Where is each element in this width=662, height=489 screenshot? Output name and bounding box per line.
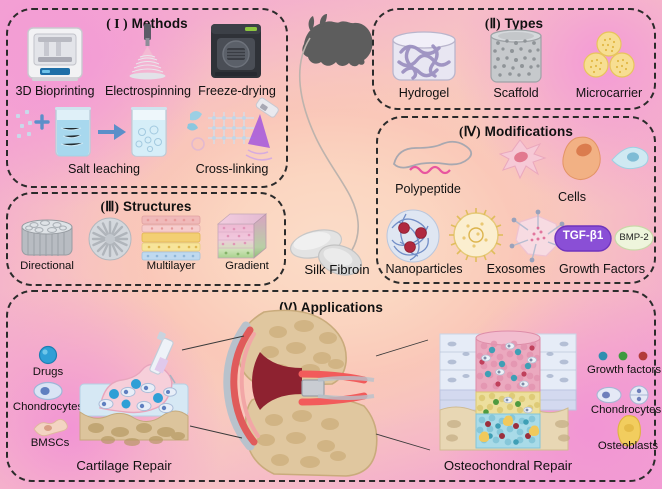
gradient-structure-icon (214, 210, 274, 262)
applications-right-caption: Osteochondral Repair (443, 458, 573, 473)
types-item-label-scaffold: Scaffold (493, 86, 539, 100)
center-silk-graphic (280, 8, 390, 288)
methods-item-label-electrospinning: Electrospinning (104, 84, 192, 98)
types-item-label-microcarrier: Microcarrier (575, 86, 643, 100)
applications-left-legend-label-drugs: Drugs (32, 366, 64, 378)
nanoparticle-icon (384, 208, 442, 264)
growth-factors-marker-icon (596, 350, 652, 362)
cell-icon (498, 134, 650, 182)
plug-upper-markers (479, 342, 537, 388)
knee-joint-illustration (218, 308, 398, 480)
syringe-icon (149, 331, 176, 384)
monomer-b (187, 123, 198, 131)
structures-item-label-gradient: Gradient (225, 260, 269, 272)
panel-types-title-text: Types (504, 16, 544, 31)
uv-waves (245, 149, 273, 161)
modifications-item-label-cells: Cells (558, 190, 586, 204)
bmsc-marker-icon (30, 417, 68, 439)
methods-item-label-cross-linking: Cross-linking (195, 162, 269, 176)
panel-structures-title: (Ⅲ) Structures (8, 199, 284, 215)
tgf-beta1-badge-label: TGF-β1 (562, 229, 604, 242)
applications-left-caption: Cartilage Repair (76, 458, 172, 473)
modifications-item-label-exosomes: Exosomes (486, 262, 546, 276)
joint-cavity (252, 352, 302, 410)
beaker-left (55, 107, 91, 157)
chondrocyte-marker-icon (32, 381, 64, 401)
implanted-scaffold (301, 379, 325, 397)
applications-left-legend-label-chondrocytes: Chondrocytes (12, 401, 84, 413)
applications-right-legend-label-chondrocytes: Chondrocytes (590, 404, 662, 416)
salt-leaching-icon (14, 104, 190, 160)
monomer-c (191, 137, 205, 151)
spindle-cell (611, 146, 649, 170)
methods-item-label-salt-leaching: Salt leaching (67, 162, 141, 176)
joint-capsule-outer (223, 321, 255, 451)
panel-modifications-numeral: (Ⅳ) (459, 124, 481, 139)
panel-types: (Ⅱ) Types (372, 8, 656, 110)
bmp-badge-shape (614, 225, 654, 251)
plus-sign (34, 114, 50, 130)
methods-item-label-freeze-drying: Freeze-drying (198, 84, 276, 98)
synovium (230, 326, 258, 446)
panel-structures: (Ⅲ) Structures (6, 192, 286, 286)
connector-lines (181, 335, 431, 451)
polypeptide-icon (388, 140, 484, 180)
freeze-dryer-icon (207, 22, 265, 82)
electrospinning-icon (120, 24, 176, 82)
modifications-item-label-nanoparticles: Nanoparticles (385, 262, 463, 276)
applications-left-legend-label-bmscs: BMSCs (30, 437, 70, 449)
applications-right-legend-label-growth-factors: Growth factors (586, 364, 662, 376)
center-label: Silk Fibroin (304, 262, 370, 277)
panel-types-title: (Ⅱ) Types (374, 16, 654, 32)
bmp-2-badge-label: BMP-2 (619, 232, 649, 243)
chondrocyte-pair-marker-icon (595, 385, 653, 405)
applications-right-legend-label-osteoblasts: Osteoblasts (597, 440, 659, 452)
modifications-item-label-growth-factors: Growth Factors (558, 262, 646, 276)
multilayer-structure-icon (140, 214, 202, 262)
panel-applications: (V) Applications (6, 290, 656, 482)
panel-types-numeral: (Ⅱ) (484, 16, 501, 31)
uv-beam (248, 114, 270, 148)
porous-scaffold-icon (485, 28, 547, 84)
panel-applications-title-text: Applications (300, 300, 383, 315)
uv-lamp-icon (255, 97, 279, 118)
silkworm-icon (302, 14, 373, 67)
modifications-item-label-polypeptide: Polypeptide (395, 182, 461, 196)
tgf-badge-shape (554, 225, 612, 252)
cartilage-repair-illustration (70, 331, 210, 454)
monomer-a (190, 111, 202, 121)
structures-item-label-directional: Directional (20, 260, 74, 272)
panel-modifications: (Ⅳ) Modifications (376, 116, 656, 284)
exosome-icon (508, 209, 568, 263)
drug-marker-icon (38, 345, 58, 365)
exosome-vesicle-icon (448, 208, 504, 262)
cartilage-cells (98, 379, 177, 414)
panel-structures-numeral: (Ⅲ) (100, 199, 120, 214)
arrow-right-icon (98, 124, 126, 140)
panel-methods-numeral: ( I ) (106, 16, 128, 31)
silk-fibroin-icon (289, 229, 362, 276)
beaker-right (131, 107, 167, 157)
methods-item-label-3d-bioprinting: 3D Bioprinting (15, 84, 95, 98)
silk-thread (299, 37, 359, 267)
panel-modifications-title-text: Modifications (484, 124, 573, 139)
round-cell (562, 136, 601, 180)
growth-factor-icon (554, 222, 654, 254)
directional-crosssection-icon (86, 216, 134, 262)
osteochondral-repair-illustration (432, 330, 584, 452)
hydrogel-icon (389, 30, 459, 84)
stellate-cell (498, 139, 547, 180)
osteoblast-marker-icon (614, 414, 644, 447)
types-item-label-hydrogel: Hydrogel (398, 86, 450, 100)
directional-structure-icon (18, 218, 76, 260)
structures-item-label-multilayer: Multilayer (146, 260, 196, 272)
salt-crystals (16, 110, 32, 138)
panel-structures-title-text: Structures (122, 199, 192, 214)
microcarrier-icon (578, 31, 640, 82)
uv-crosslink-icon (186, 97, 286, 162)
panel-modifications-title: (Ⅳ) Modifications (378, 124, 654, 140)
bioprinter-icon (24, 26, 86, 82)
